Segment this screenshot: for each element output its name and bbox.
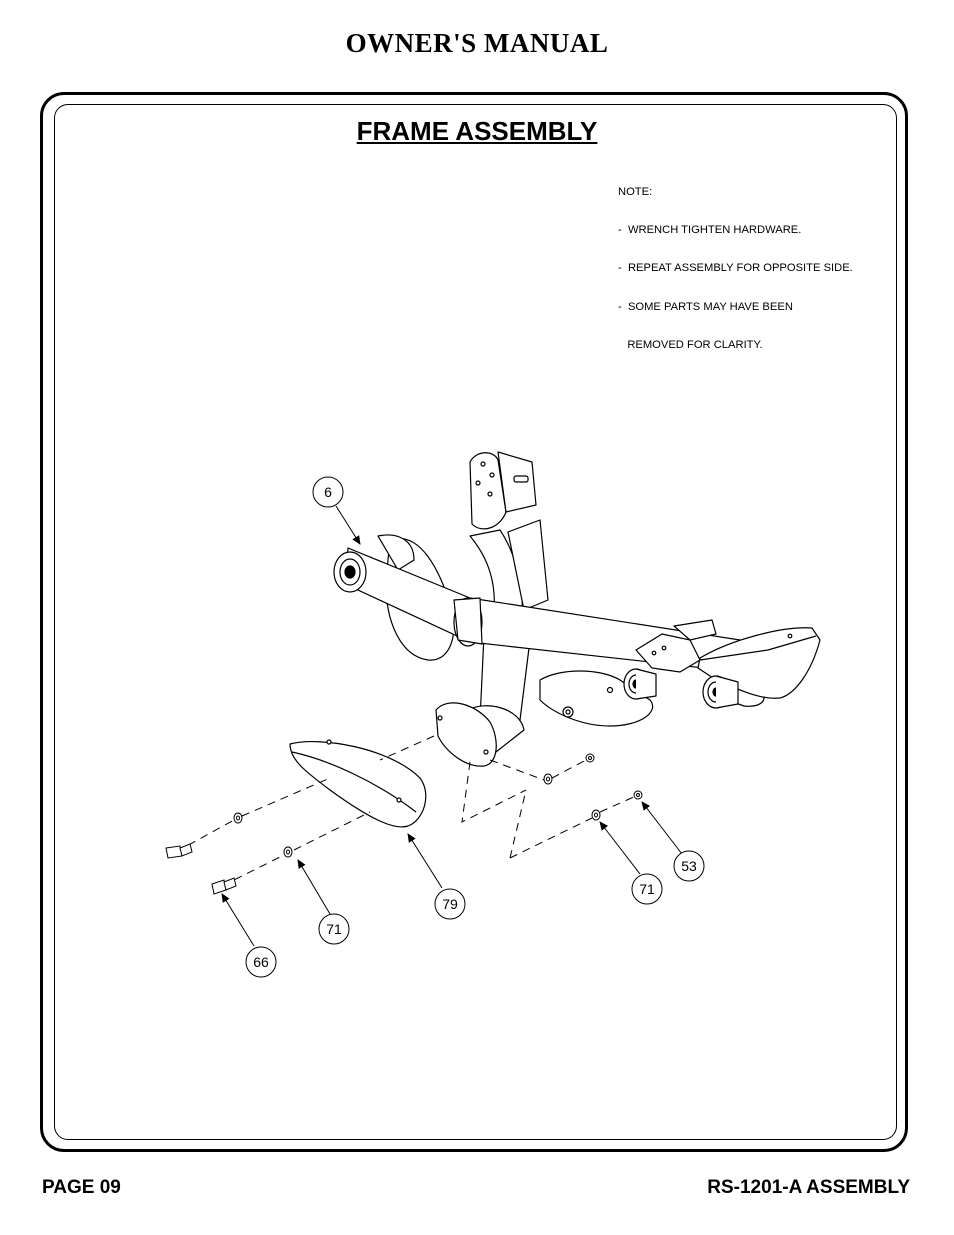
top-bracket-plate bbox=[469, 451, 537, 530]
inner-page-border bbox=[54, 104, 897, 1140]
manual-title: OWNER'S MANUAL bbox=[345, 28, 609, 58]
page-number: PAGE 09 bbox=[42, 1177, 121, 1198]
callout-71-right-circle bbox=[631, 873, 663, 905]
base-nut bbox=[562, 706, 574, 718]
note-line-wrench: - WRENCH TIGHTEN HARDWARE. bbox=[618, 223, 802, 236]
assembly-note: NOTE: - WRENCH TIGHTEN HARDWARE. - REPEA… bbox=[618, 160, 853, 365]
callout-6-label: 6 bbox=[324, 484, 332, 500]
note-line-removed: - SOME PARTS MAY HAVE BEEN bbox=[618, 300, 793, 313]
callout-53-circle bbox=[673, 850, 705, 882]
callout-53-label: 53 bbox=[681, 858, 697, 874]
roller-wheel-right bbox=[702, 675, 739, 709]
note-heading: NOTE: bbox=[618, 185, 653, 198]
callout-66-circle bbox=[245, 946, 277, 978]
roller-wheel-left bbox=[623, 668, 657, 700]
note-line-clarity: REMOVED FOR CLARITY. bbox=[618, 339, 763, 352]
section-title: FRAME ASSEMBLY bbox=[356, 116, 598, 146]
callout-6-circle bbox=[312, 476, 344, 508]
bolt-lower bbox=[211, 877, 237, 895]
assembly-guide-lines bbox=[175, 735, 637, 887]
model-assembly-label: RS-1201-A ASSEMBLY bbox=[707, 1177, 910, 1198]
callout-66-label: 66 bbox=[253, 954, 269, 970]
callout-79-label: 79 bbox=[442, 896, 458, 912]
note-line-repeat: - REPEAT ASSEMBLY FOR OPPOSITE SIDE. bbox=[618, 262, 853, 275]
callout-71-left-circle bbox=[318, 913, 350, 945]
callout-79-circle bbox=[434, 888, 466, 920]
hardware bbox=[165, 753, 643, 895]
callout-leaders bbox=[221, 505, 683, 947]
front-tube-bushing bbox=[333, 551, 367, 593]
callout-71-right-label: 71 bbox=[639, 881, 655, 897]
callout-71-left-label: 71 bbox=[326, 921, 342, 937]
saddle-bracket bbox=[635, 619, 717, 673]
pad-mount-disc bbox=[435, 702, 497, 767]
front-pad-plate bbox=[289, 739, 427, 828]
bolt-upper bbox=[165, 843, 193, 859]
outer-page-border bbox=[40, 92, 908, 1152]
